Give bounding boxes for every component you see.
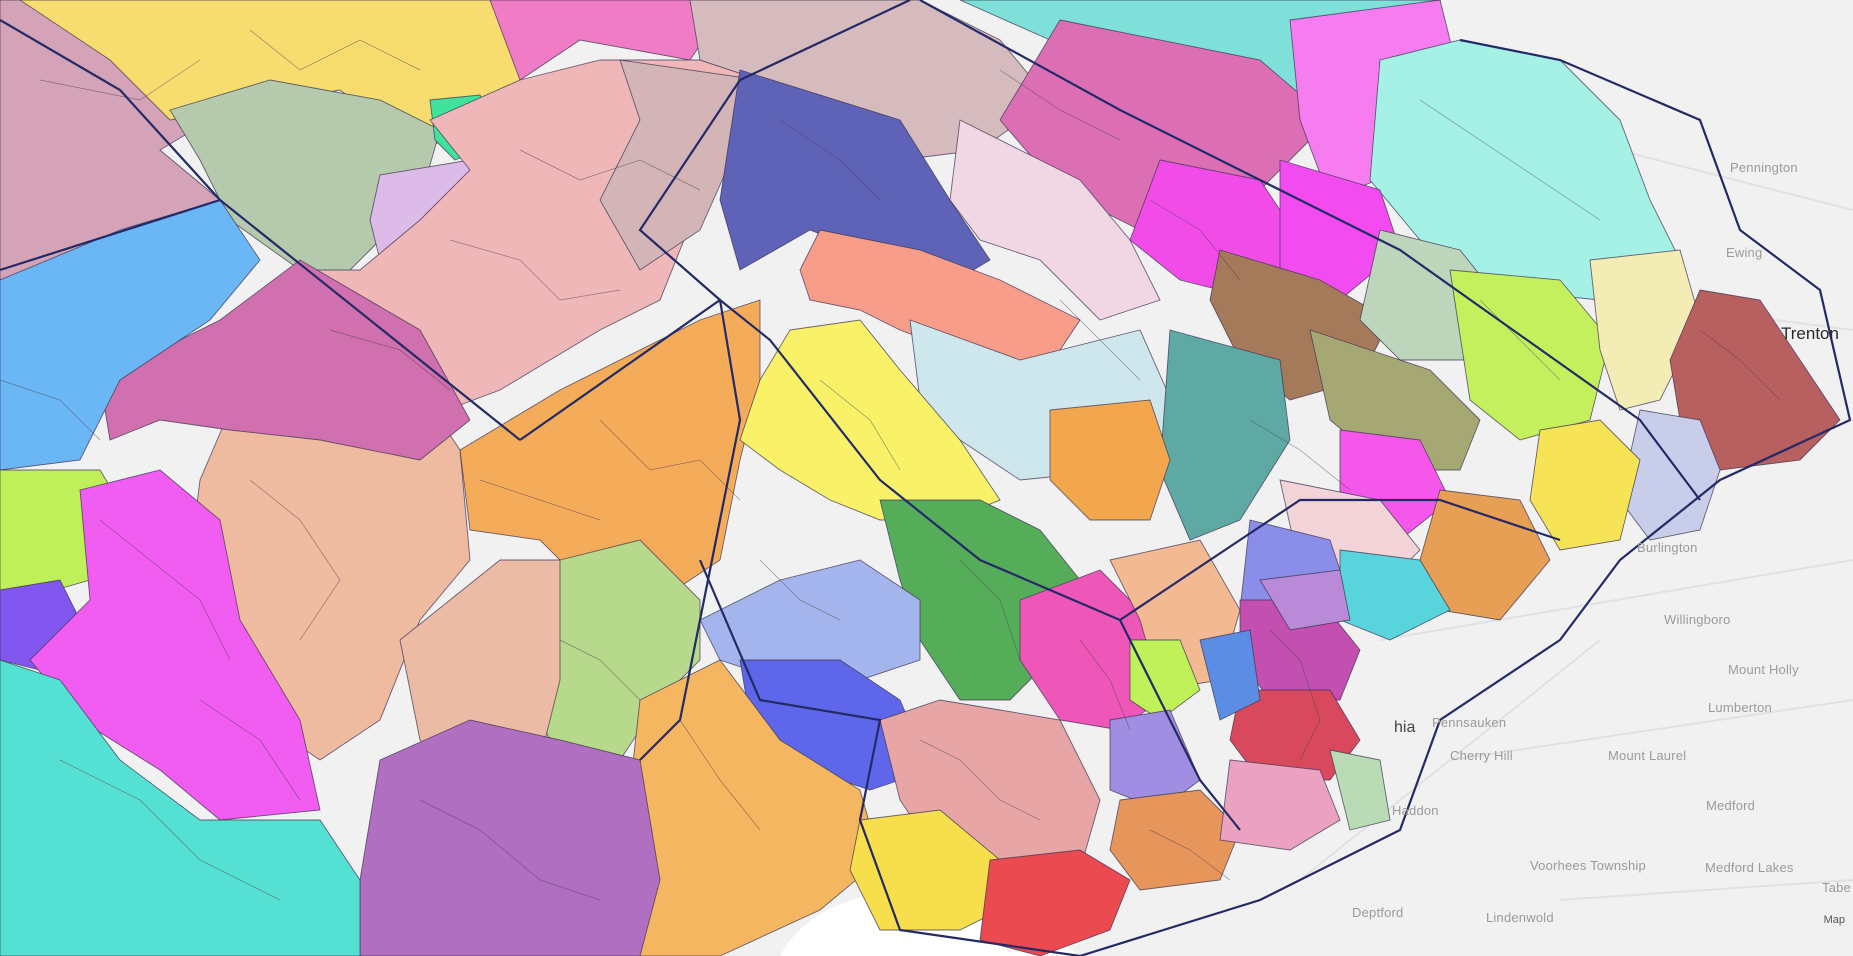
district [29,469,321,821]
place-label-pennington: Pennington [1730,160,1798,175]
district [359,719,661,956]
district [949,119,1161,321]
place-label-pennsauken: Pennsauken [1432,715,1507,730]
district [1259,569,1351,631]
place-label-mount-holly: Mount Holly [1728,662,1799,677]
place-label-ewing: Ewing [1726,245,1763,260]
district [1049,399,1171,521]
place-label-mount-laurel: Mount Laurel [1608,748,1687,763]
map-attribution[interactable]: Map [1823,914,1845,926]
district [0,199,261,471]
district [1129,639,1201,721]
place-label-voorhees-township: Voorhees Township [1530,858,1646,873]
district [1229,689,1361,781]
district [979,849,1131,956]
place-label-medford-lakes: Medford Lakes [1705,860,1794,875]
place-label-medford: Medford [1706,798,1756,813]
place-label-lindenwold: Lindenwold [1486,910,1554,925]
district [99,259,471,461]
district [1669,289,1841,471]
place-label-lumberton: Lumberton [1708,700,1772,715]
place-label-trenton: Trenton [1781,324,1839,343]
place-label-tabernacle: Tabe [1822,880,1851,895]
district [1219,759,1341,851]
district [0,659,361,956]
district [489,0,731,81]
district [1199,629,1261,721]
precinct-boundaries [0,29,1781,901]
place-label-burlington: Burlington [1637,540,1698,555]
place-label-willingboro: Willingboro [1664,612,1731,627]
district [1529,419,1641,551]
place-label-deptford: Deptford [1352,905,1404,920]
place-label-haddon: Haddon [1392,803,1439,818]
place-label-cherry-hill: Cherry Hill [1450,748,1513,763]
district [1109,789,1241,891]
place-label-philadelphia: hia [1394,719,1416,736]
district [699,559,921,681]
district [1329,749,1391,831]
